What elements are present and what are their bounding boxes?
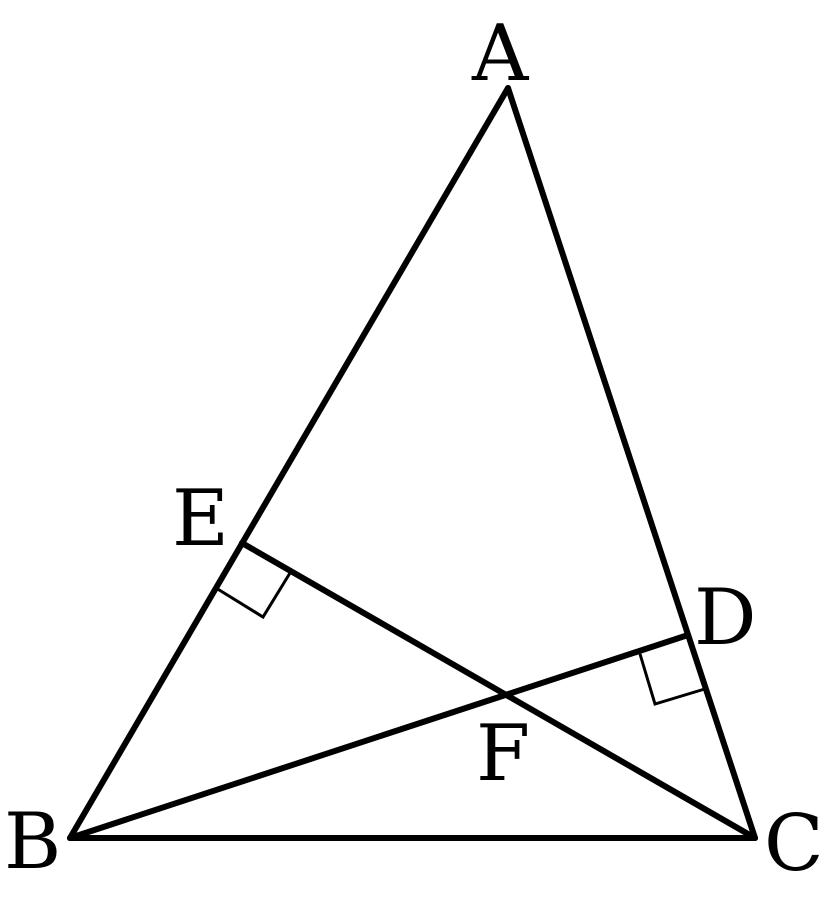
segment-ce (239, 540, 758, 841)
label-f: F (476, 709, 530, 799)
right-angle-mark-d (638, 653, 709, 706)
label-e: E (172, 474, 229, 564)
label-c: C (764, 799, 824, 889)
label-a: A (471, 9, 530, 99)
segment-bd (67, 632, 691, 841)
right-angle-mark-e (215, 572, 292, 620)
label-b: B (4, 797, 61, 887)
segment-ac (505, 85, 758, 841)
label-d: D (694, 573, 757, 663)
segment-ab (67, 85, 511, 841)
